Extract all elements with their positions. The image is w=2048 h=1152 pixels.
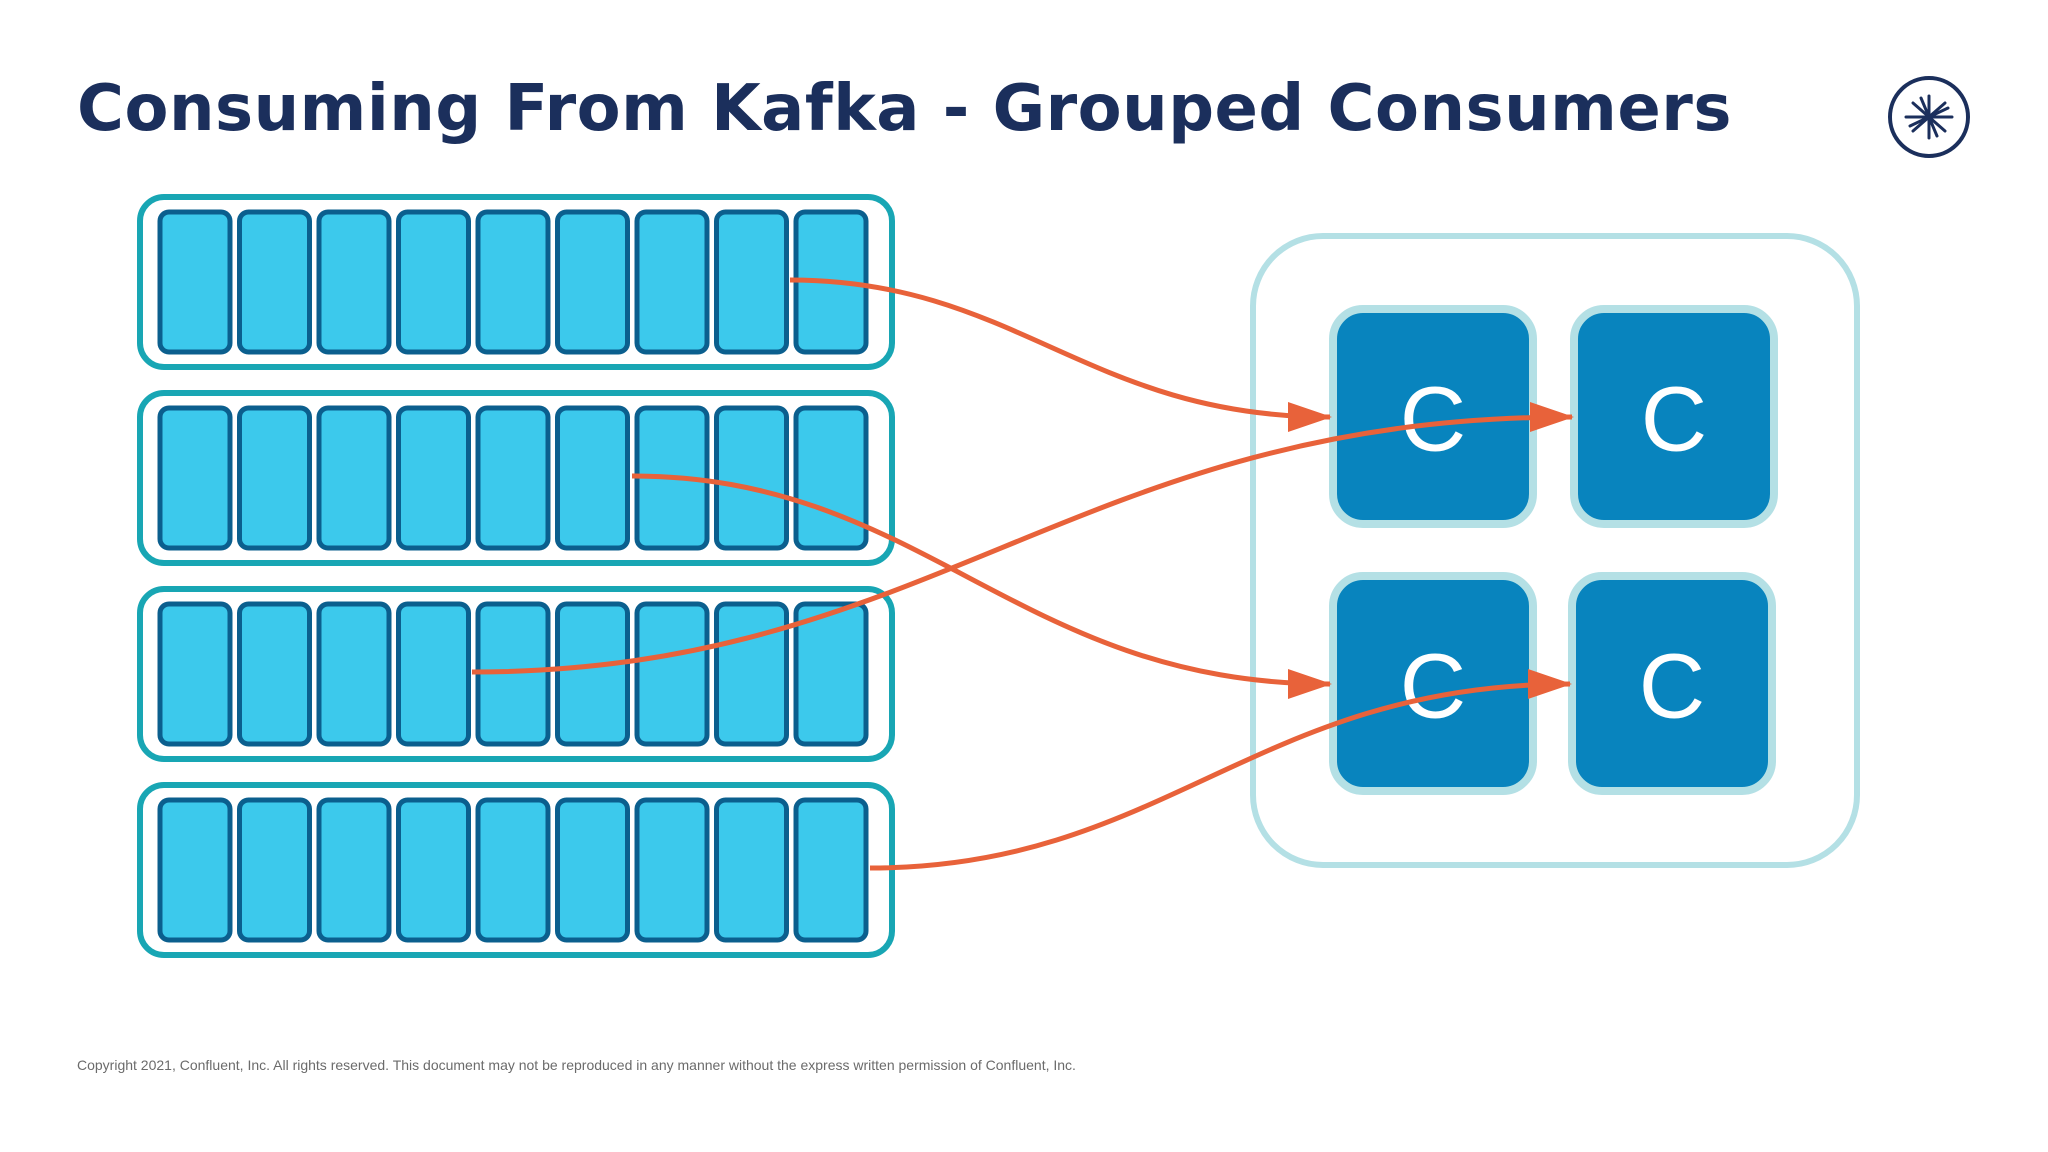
partition-2 [137, 390, 895, 566]
copyright-notice: Copyright 2021, Confluent, Inc. All righ… [77, 1057, 1076, 1073]
message-slot [396, 209, 471, 355]
consumer-3: C [1329, 572, 1537, 795]
consumers: C C C C [1329, 305, 1778, 795]
consumer-label: C [1641, 369, 1707, 471]
assignment-arrow-p1-c1 [789, 277, 1332, 432]
message-slot [793, 405, 869, 551]
message-slot [237, 797, 312, 943]
message-slot [555, 209, 630, 355]
consumer-label: C [1400, 369, 1466, 471]
message-slot [714, 209, 789, 355]
partition-1 [137, 194, 895, 370]
message-slot [555, 601, 630, 747]
assignment-arrows [471, 277, 1574, 871]
message-slot [157, 797, 233, 943]
message-slot [475, 405, 551, 551]
message-slot [793, 601, 869, 747]
message-slot [237, 601, 312, 747]
assignment-arrow-p2-c3 [631, 473, 1332, 699]
consumer-box [1570, 305, 1778, 528]
message-slot [555, 405, 630, 551]
assignment-arrow-p3-c2 [471, 402, 1574, 675]
message-slot [714, 797, 789, 943]
message-slot [475, 209, 551, 355]
assignment-arrow-p4-c4 [869, 669, 1572, 871]
partition-4 [137, 782, 895, 958]
message-slot [793, 797, 869, 943]
message-slot [316, 601, 392, 747]
consumer-label: C [1639, 636, 1705, 738]
message-slot [396, 797, 471, 943]
consumer-4: C [1568, 572, 1776, 795]
message-slot [555, 797, 630, 943]
consumer-2: C [1570, 305, 1778, 528]
topic-partitions [137, 194, 895, 958]
message-slot [634, 797, 710, 943]
consumer-label: C [1400, 636, 1466, 738]
confluent-logo-icon [1888, 76, 1970, 158]
message-slot [634, 209, 710, 355]
message-slot [714, 601, 789, 747]
message-slot [316, 797, 392, 943]
slide-title: Consuming From Kafka - Grouped Consumers [77, 72, 1732, 146]
message-slot [714, 405, 789, 551]
message-slot [157, 405, 233, 551]
consumer-box [1568, 572, 1776, 795]
message-slot [396, 601, 471, 747]
message-slot [237, 209, 312, 355]
message-slot [316, 405, 392, 551]
partition-3 [137, 586, 895, 762]
message-slot [475, 797, 551, 943]
message-slot [316, 209, 392, 355]
message-slot [396, 405, 471, 551]
message-slot [157, 209, 233, 355]
message-slot [237, 405, 312, 551]
message-slot [634, 601, 710, 747]
message-slot [157, 601, 233, 747]
